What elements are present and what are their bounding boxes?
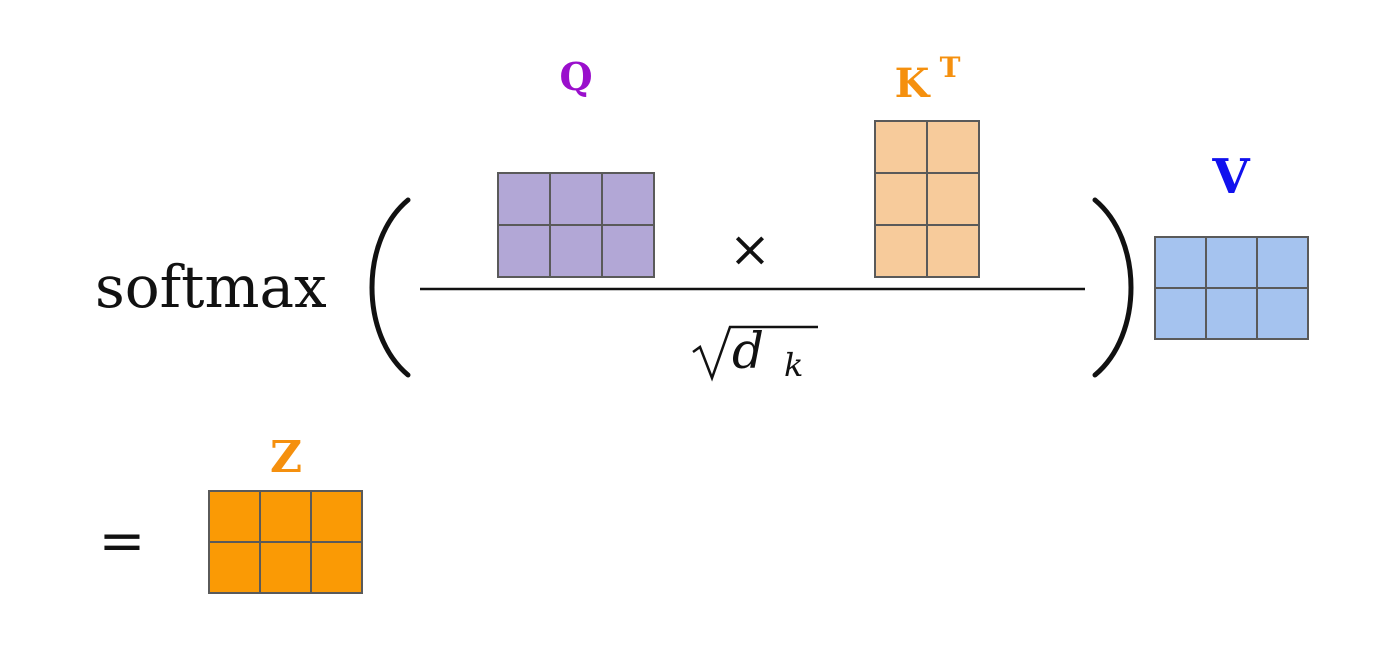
v-matrix bbox=[1154, 236, 1309, 340]
matrix-cell bbox=[208, 490, 261, 543]
matrix-cell bbox=[1154, 287, 1207, 340]
radical-sign bbox=[692, 325, 818, 382]
matrix-cell bbox=[549, 172, 603, 226]
v-label: V bbox=[1211, 149, 1250, 205]
matrix-cell bbox=[874, 120, 928, 174]
matrix-cell bbox=[259, 490, 312, 543]
matrix-cell bbox=[497, 172, 551, 226]
matrix-cell bbox=[926, 120, 980, 174]
kt-superscript: T bbox=[940, 51, 961, 84]
matrix-cell bbox=[1256, 287, 1309, 340]
matrix-cell bbox=[601, 224, 655, 278]
matrix-cell bbox=[1154, 236, 1207, 289]
q-label: Q bbox=[559, 54, 592, 99]
matrix-cell bbox=[1256, 236, 1309, 289]
matrix-cell bbox=[926, 224, 980, 278]
right-parenthesis bbox=[1092, 197, 1134, 378]
matrix-cell bbox=[874, 224, 928, 278]
q-matrix bbox=[497, 172, 655, 278]
matrix-cell bbox=[1205, 287, 1258, 340]
matrix-cell bbox=[310, 541, 363, 594]
times-operator: × bbox=[729, 220, 771, 278]
matrix-cell bbox=[1205, 236, 1258, 289]
kt-label: K bbox=[895, 60, 931, 107]
matrix-cell bbox=[926, 172, 980, 226]
matrix-cell bbox=[310, 490, 363, 543]
matrix-cell bbox=[208, 541, 261, 594]
equals-sign: = bbox=[99, 509, 146, 574]
matrix-cell bbox=[601, 172, 655, 226]
matrix-cell bbox=[549, 224, 603, 278]
z-matrix bbox=[208, 490, 363, 594]
z-label: Z bbox=[270, 432, 302, 483]
kt-matrix bbox=[874, 120, 980, 278]
matrix-cell bbox=[259, 541, 312, 594]
matrix-cell bbox=[497, 224, 551, 278]
left-parenthesis bbox=[369, 197, 411, 378]
matrix-cell bbox=[874, 172, 928, 226]
denominator-variable: d bbox=[732, 322, 764, 380]
softmax-label: softmax bbox=[95, 253, 327, 321]
denominator-subscript: k bbox=[784, 346, 803, 384]
sqrt-dk-denominator: d k bbox=[692, 322, 818, 384]
